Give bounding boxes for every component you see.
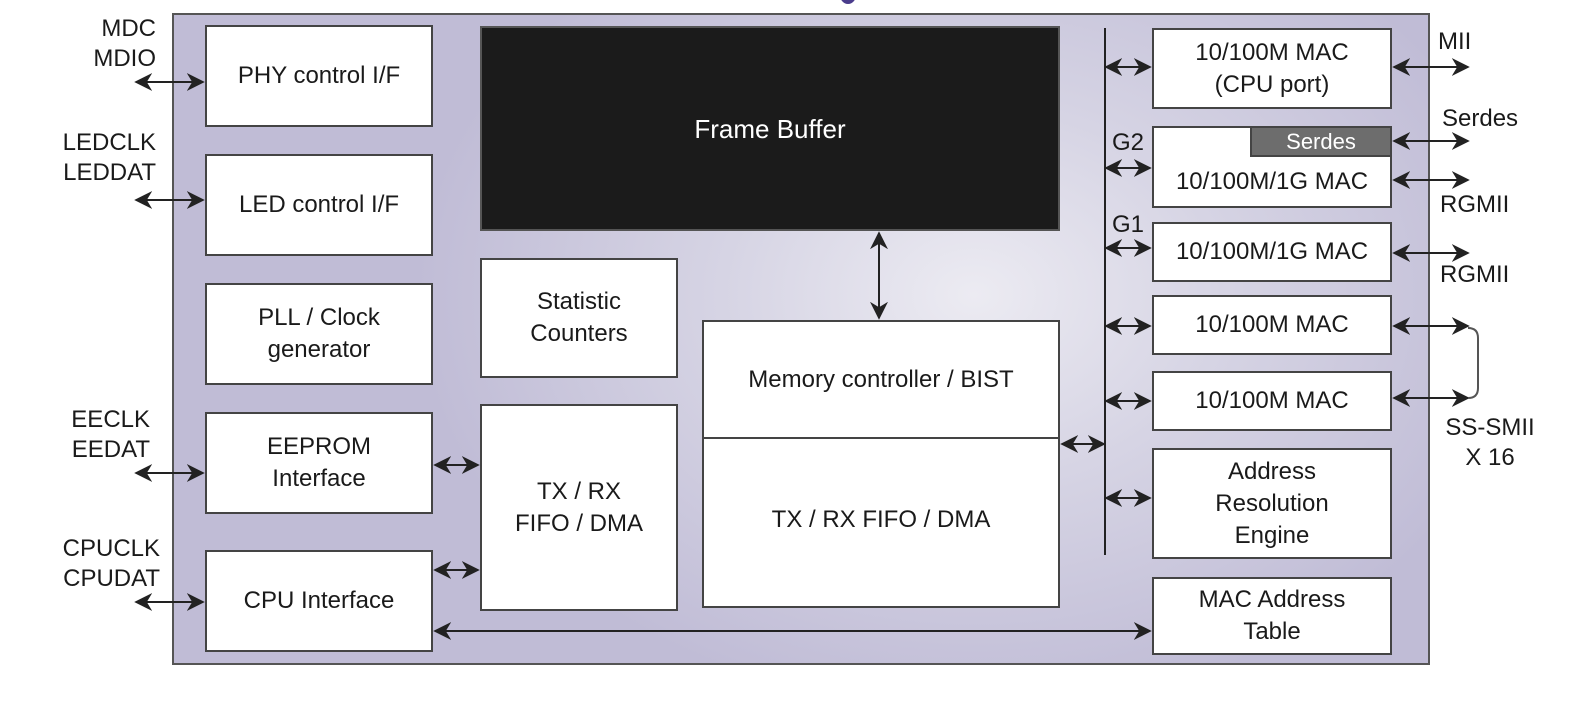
txrx-fifo-dma-left-label: TX / RX FIFO / DMA [515, 477, 643, 537]
frame-buffer-block: Frame Buffer [480, 26, 1060, 231]
mdc-mdio-signal-label: MDC MDIO [93, 15, 156, 72]
eeprom-signal-label: EECLK EEDAT [71, 406, 150, 463]
pll-clock-label: PLL / Clock generator [258, 304, 380, 363]
txrx-fifo-dma-left-block: TX / RX FIFO / DMA [480, 404, 678, 611]
serdes-signal-label: Serdes [1442, 105, 1519, 132]
rgmii-1-signal-label: RGMII [1440, 191, 1510, 218]
mac-1g-g1-block: 10/100M/1G MAC [1152, 222, 1392, 282]
mac-100-b-label: 10/100M MAC [1195, 387, 1349, 414]
mac-address-table-block: MAC Address Table [1152, 577, 1392, 655]
eeprom-interface-label: EEPROM Interface [266, 433, 371, 492]
memory-controller-block [702, 320, 1060, 608]
pll-clock-block: PLL / Clock generator [205, 283, 433, 385]
port-g2-label: G2 [1112, 129, 1145, 156]
mac-address-table-label: MAC Address Table [1198, 586, 1346, 645]
mac-100-a-block: 10/100M MAC [1152, 295, 1392, 355]
led-control-block: LED control I/F [205, 154, 433, 256]
phy-control-label: PHY control I/F [237, 62, 401, 89]
memory-block-divider [702, 437, 1060, 439]
eeprom-interface-block: EEPROM Interface [205, 412, 433, 514]
mac-100-b-block: 10/100M MAC [1152, 371, 1392, 431]
statistic-counters-label: Statistic Counters [530, 288, 628, 347]
ss-smii-brace [1467, 327, 1479, 399]
port-g1-label: G1 [1112, 211, 1145, 238]
mac-cpu-port-block: 10/100M MAC (CPU port) [1152, 28, 1392, 109]
serdes-tab: Serdes [1250, 126, 1392, 157]
ss-smii-signal-label: SS-SMII X 16 [1445, 414, 1535, 471]
rgmii-2-signal-label: RGMII [1440, 261, 1510, 288]
led-signal-label: LEDCLK LEDDAT [62, 129, 156, 186]
mac-1g-g1-label: 10/100M/1G MAC [1175, 238, 1369, 265]
memory-controller-label: Memory controller / BIST [748, 366, 1014, 393]
cpu-interface-block: CPU Interface [205, 550, 433, 652]
serdes-tab-label: Serdes [1286, 128, 1356, 154]
mac-1g-g2-label: 10/100M/1G MAC [1175, 168, 1369, 195]
mac-100-a-label: 10/100M MAC [1195, 311, 1349, 338]
mii-signal-label: MII [1438, 28, 1472, 55]
txrx-fifo-dma-main-label: TX / RX FIFO / DMA [771, 506, 991, 533]
statistic-counters-block: Statistic Counters [480, 258, 678, 378]
cpu-interface-label: CPU Interface [243, 587, 395, 614]
frame-buffer-label: Frame Buffer [694, 113, 846, 144]
title-fragment [840, 0, 856, 4]
address-resolution-block: Address Resolution Engine [1152, 448, 1392, 559]
cpu-signal-label: CPUCLK CPUDAT [62, 535, 160, 592]
address-resolution-label: Address Resolution Engine [1215, 457, 1329, 549]
mac-cpu-port-label: 10/100M MAC (CPU port) [1195, 38, 1349, 98]
led-control-label: LED control I/F [238, 191, 400, 218]
phy-control-block: PHY control I/F [205, 25, 433, 127]
